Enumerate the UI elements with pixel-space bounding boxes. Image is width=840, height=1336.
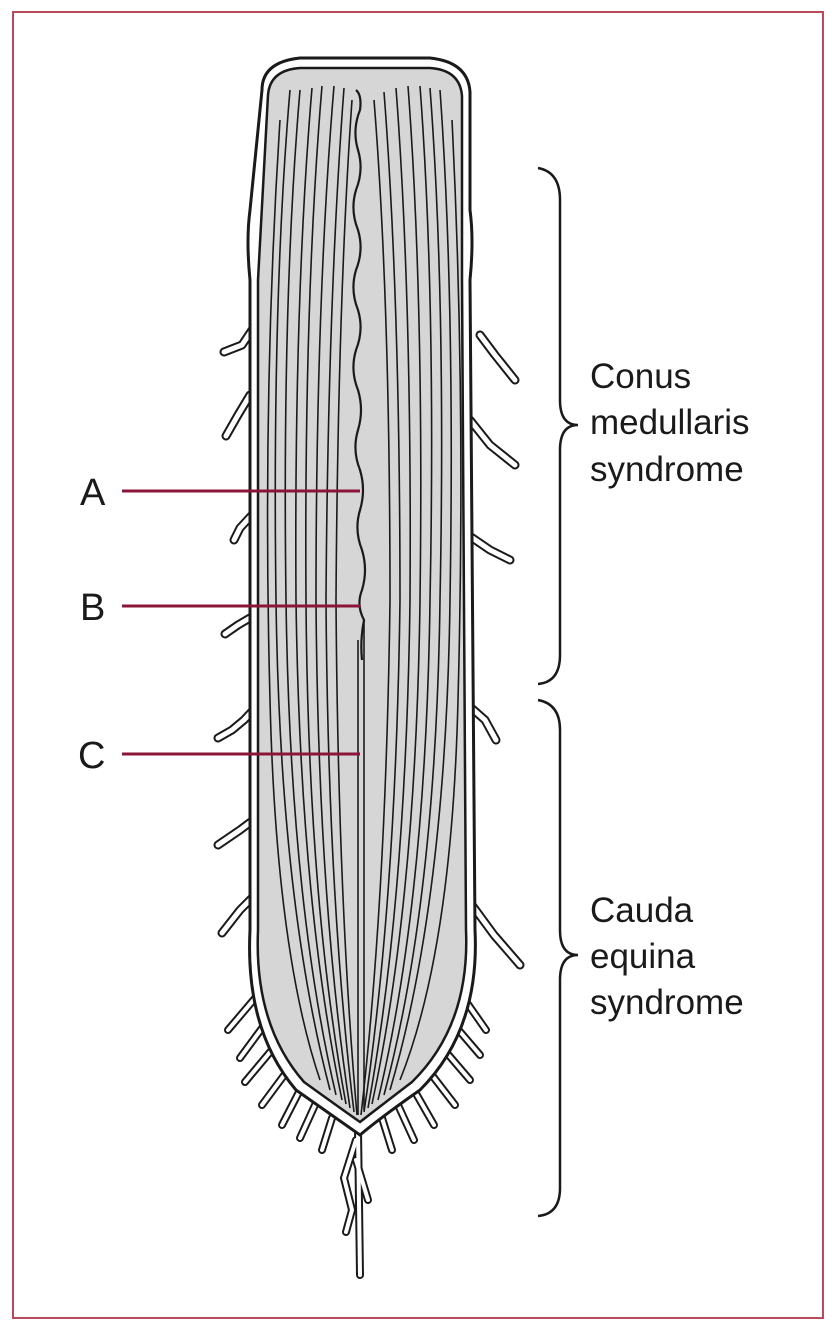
pointer-label-b: B xyxy=(80,587,105,629)
pointer-lines xyxy=(122,489,360,756)
conus-brace xyxy=(537,166,579,686)
cauda-label-line-1: Cauda xyxy=(590,891,694,930)
conus-label-line-1: Conus xyxy=(590,357,691,396)
conus-label-line-2: medullaris xyxy=(590,403,750,442)
pointer-label-a: A xyxy=(80,472,106,514)
median-fissure xyxy=(352,89,367,661)
cord-body xyxy=(256,66,468,1124)
cauda-brace xyxy=(537,698,579,1218)
nerve-fibers xyxy=(266,85,462,1116)
pointer-label-c: C xyxy=(78,735,105,777)
conus-label-line-3: syndrome xyxy=(590,450,744,489)
cauda-label-line-3: syndrome xyxy=(590,983,744,1022)
nerve-roots xyxy=(213,325,525,970)
cauda-label-line-2: equina xyxy=(590,937,696,976)
